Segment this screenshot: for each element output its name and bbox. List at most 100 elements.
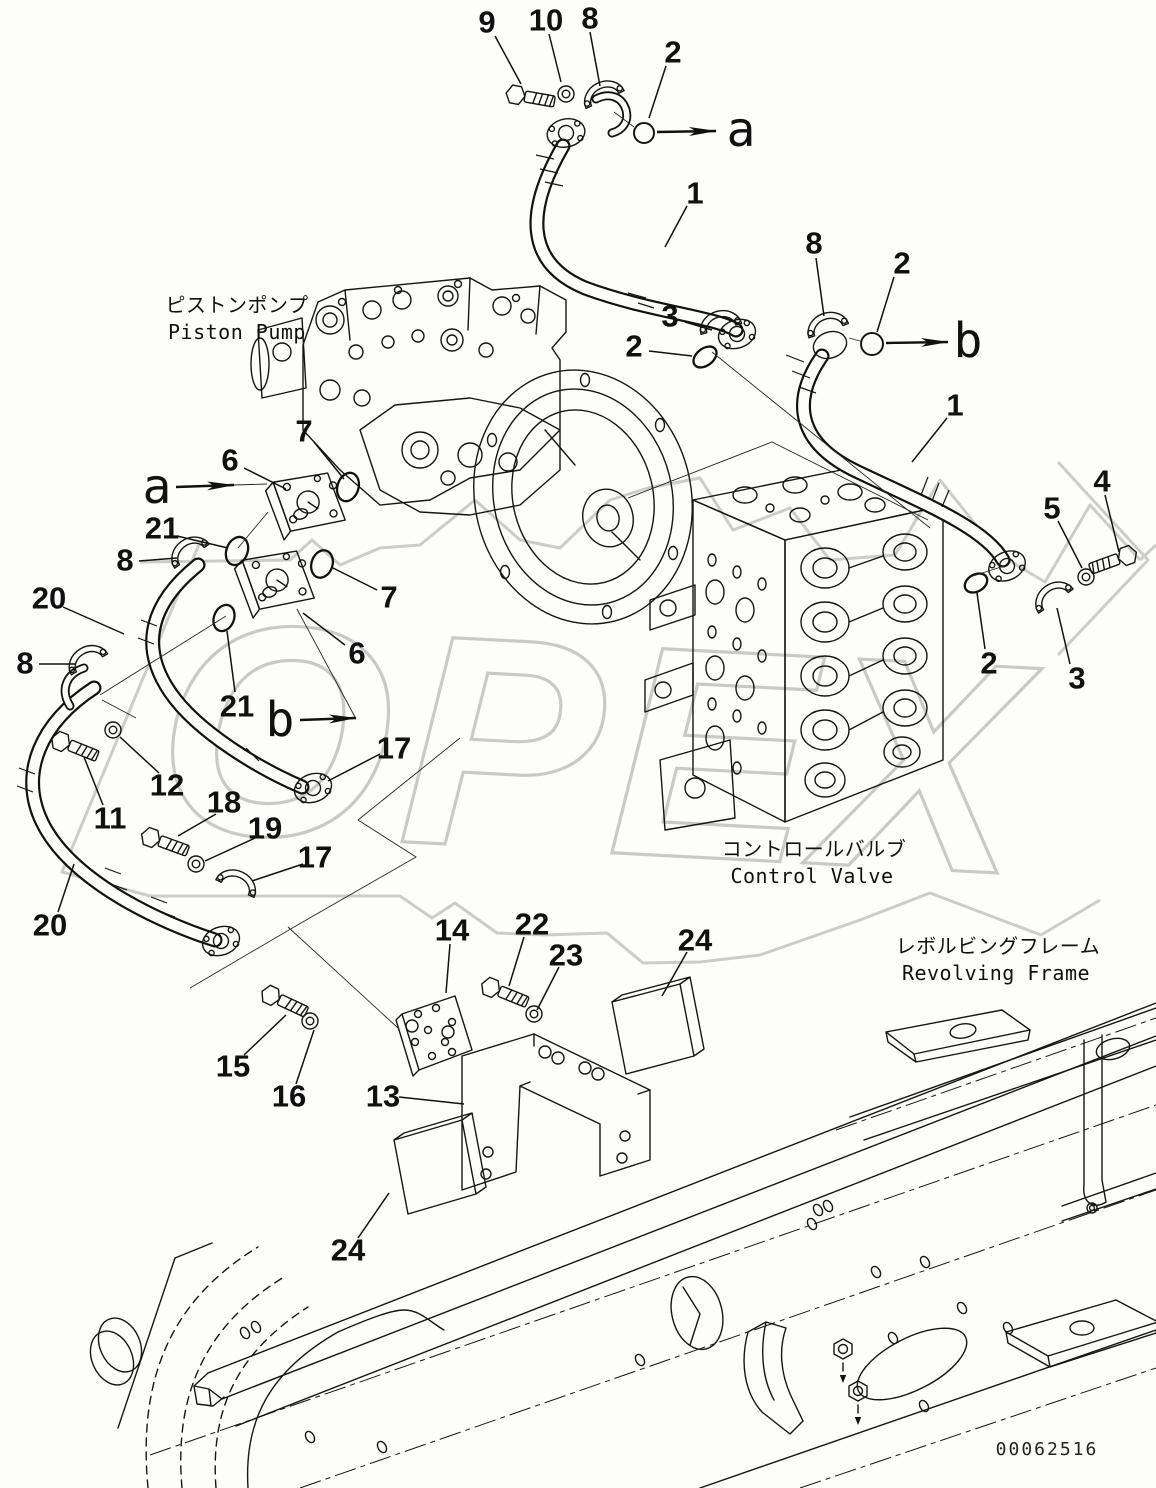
callout-5: 5 — [1043, 491, 1060, 526]
callout-2: 2 — [980, 646, 997, 681]
callout-1: 1 — [946, 388, 963, 423]
callout-3: 3 — [661, 299, 678, 334]
oring-7a — [335, 471, 361, 503]
callout-13-leader — [398, 1096, 465, 1105]
hose-1-right — [796, 305, 1074, 614]
callout-16: 16 — [272, 1079, 306, 1114]
mount-plate-14 — [395, 995, 473, 1077]
callout-10: 10 — [529, 3, 563, 38]
callout-6-leader — [243, 467, 287, 490]
connection-b-tail — [296, 608, 356, 718]
connection-b-arrow — [299, 714, 357, 724]
callout-11-leader — [83, 756, 104, 806]
connection-b-label: b — [266, 692, 295, 748]
block-6-upper — [262, 469, 349, 544]
callout-24: 24 — [331, 1233, 366, 1268]
callout-2-leader — [648, 65, 667, 119]
washer-23 — [525, 1005, 543, 1023]
callout-14: 14 — [435, 913, 470, 948]
valve-solenoids — [800, 533, 928, 798]
watermark-border-bottom — [150, 891, 1101, 965]
callout-21-leader — [176, 535, 229, 549]
callout-15: 15 — [216, 1049, 250, 1084]
valve-face-holes — [705, 553, 767, 775]
pad-24-right — [611, 976, 705, 1075]
callout-1-leader — [664, 205, 688, 248]
callout-23: 23 — [549, 938, 583, 973]
callout-7: 7 — [295, 414, 312, 449]
bolt-4 — [1086, 543, 1141, 579]
hose-1-left — [529, 73, 761, 355]
hose-20-upper — [145, 528, 337, 809]
callout-4-leader — [1104, 494, 1120, 553]
oring-7b — [309, 549, 335, 579]
callout-6: 6 — [221, 443, 238, 478]
connection-a-arrow — [175, 481, 235, 491]
washer-12 — [104, 721, 122, 739]
bolt-22 — [477, 974, 532, 1012]
connection-a-tail — [233, 483, 268, 486]
callout-1-leader — [911, 417, 948, 463]
connection-b-port — [860, 332, 884, 356]
pad-24-left — [393, 1112, 487, 1215]
revolving-frame-label-jp: レボルビングフレーム — [896, 934, 1100, 958]
callout-21: 21 — [145, 511, 179, 546]
hose-20-lower — [25, 637, 263, 962]
callout-3-leader — [684, 321, 713, 331]
callout-18-leader — [177, 813, 217, 837]
callout-8: 8 — [805, 226, 822, 261]
washer-10 — [557, 85, 575, 103]
callout-12: 12 — [150, 768, 184, 803]
watermark-text: OPEX — [150, 557, 1046, 939]
callout-7: 7 — [380, 580, 397, 615]
oring-21b — [212, 603, 236, 633]
callout-4: 4 — [1093, 464, 1111, 499]
callout-2-leader — [976, 592, 986, 650]
callout-20: 20 — [32, 581, 66, 616]
control-valve-label-en: Control Valve — [730, 864, 893, 888]
connection-b-label: b — [954, 313, 983, 369]
bolt-11 — [47, 728, 102, 766]
callout-19: 19 — [248, 811, 282, 846]
callout-3-leader — [1056, 607, 1071, 665]
connection-a-label: a — [727, 102, 756, 158]
callout-19-leader — [204, 837, 256, 862]
callout-14-leader — [445, 943, 451, 994]
callout-2: 2 — [893, 246, 910, 281]
callout-17: 17 — [298, 840, 332, 875]
callout-8-leader — [138, 557, 178, 562]
hose-hatching — [16, 154, 950, 918]
piston-pump-label-jp: ピストンポンプ — [166, 293, 309, 317]
callout-2: 2 — [625, 329, 642, 364]
callout-3: 3 — [1068, 661, 1085, 696]
callout-15-leader — [243, 1014, 287, 1056]
bolt-15 — [257, 982, 311, 1021]
revolving-frame-drawing — [89, 1002, 1156, 1488]
control-valve-label-jp: コントロールバルブ — [722, 837, 907, 861]
callout-17-leader — [251, 863, 304, 882]
callout-22-leader — [508, 936, 525, 987]
revolving-frame-label-en: Revolving Frame — [902, 961, 1090, 985]
callout-7-leader — [313, 441, 345, 480]
callout-9: 9 — [478, 5, 495, 40]
callout-20-leader — [62, 606, 125, 635]
connection-a-label: a — [143, 459, 172, 515]
callout-8: 8 — [16, 646, 33, 681]
callout-17: 17 — [377, 731, 411, 766]
connection-a-tail — [613, 111, 635, 128]
piston-pump-drawing — [250, 277, 693, 625]
callout-21: 21 — [220, 689, 254, 724]
callout-16-leader — [295, 1029, 315, 1085]
callout-7-leader — [332, 567, 378, 591]
connection-a-port — [633, 122, 655, 144]
piston-pump-label-en: Piston Pump — [168, 320, 306, 344]
callout-10-leader — [548, 33, 562, 83]
watermark-border-right — [1056, 460, 1156, 657]
callout-18: 18 — [207, 785, 241, 820]
callout-2-leader — [876, 276, 895, 333]
bracket-13 — [461, 1033, 651, 1191]
callout-2-leader — [648, 350, 693, 357]
callout-12-leader — [119, 736, 160, 774]
